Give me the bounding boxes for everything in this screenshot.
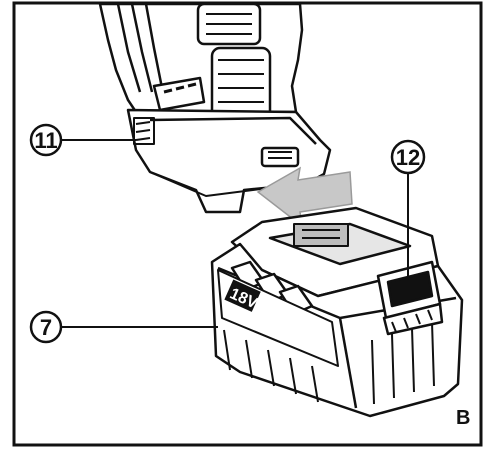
callout-label-11: 11 <box>34 128 57 153</box>
figure-letter: B <box>456 407 470 429</box>
callout-label-12: 12 <box>396 145 420 170</box>
callout-12: 12 <box>390 139 426 290</box>
callout-circle-11 <box>29 123 63 157</box>
callout-label-7: 7 <box>40 315 52 340</box>
battery-illustration <box>210 206 464 418</box>
callout-circle-7 <box>29 310 63 344</box>
callout-circle-12 <box>390 139 426 175</box>
callout-11: 11 <box>29 123 136 157</box>
tool-illustration <box>98 2 332 214</box>
callout-7: 7 <box>29 310 218 344</box>
